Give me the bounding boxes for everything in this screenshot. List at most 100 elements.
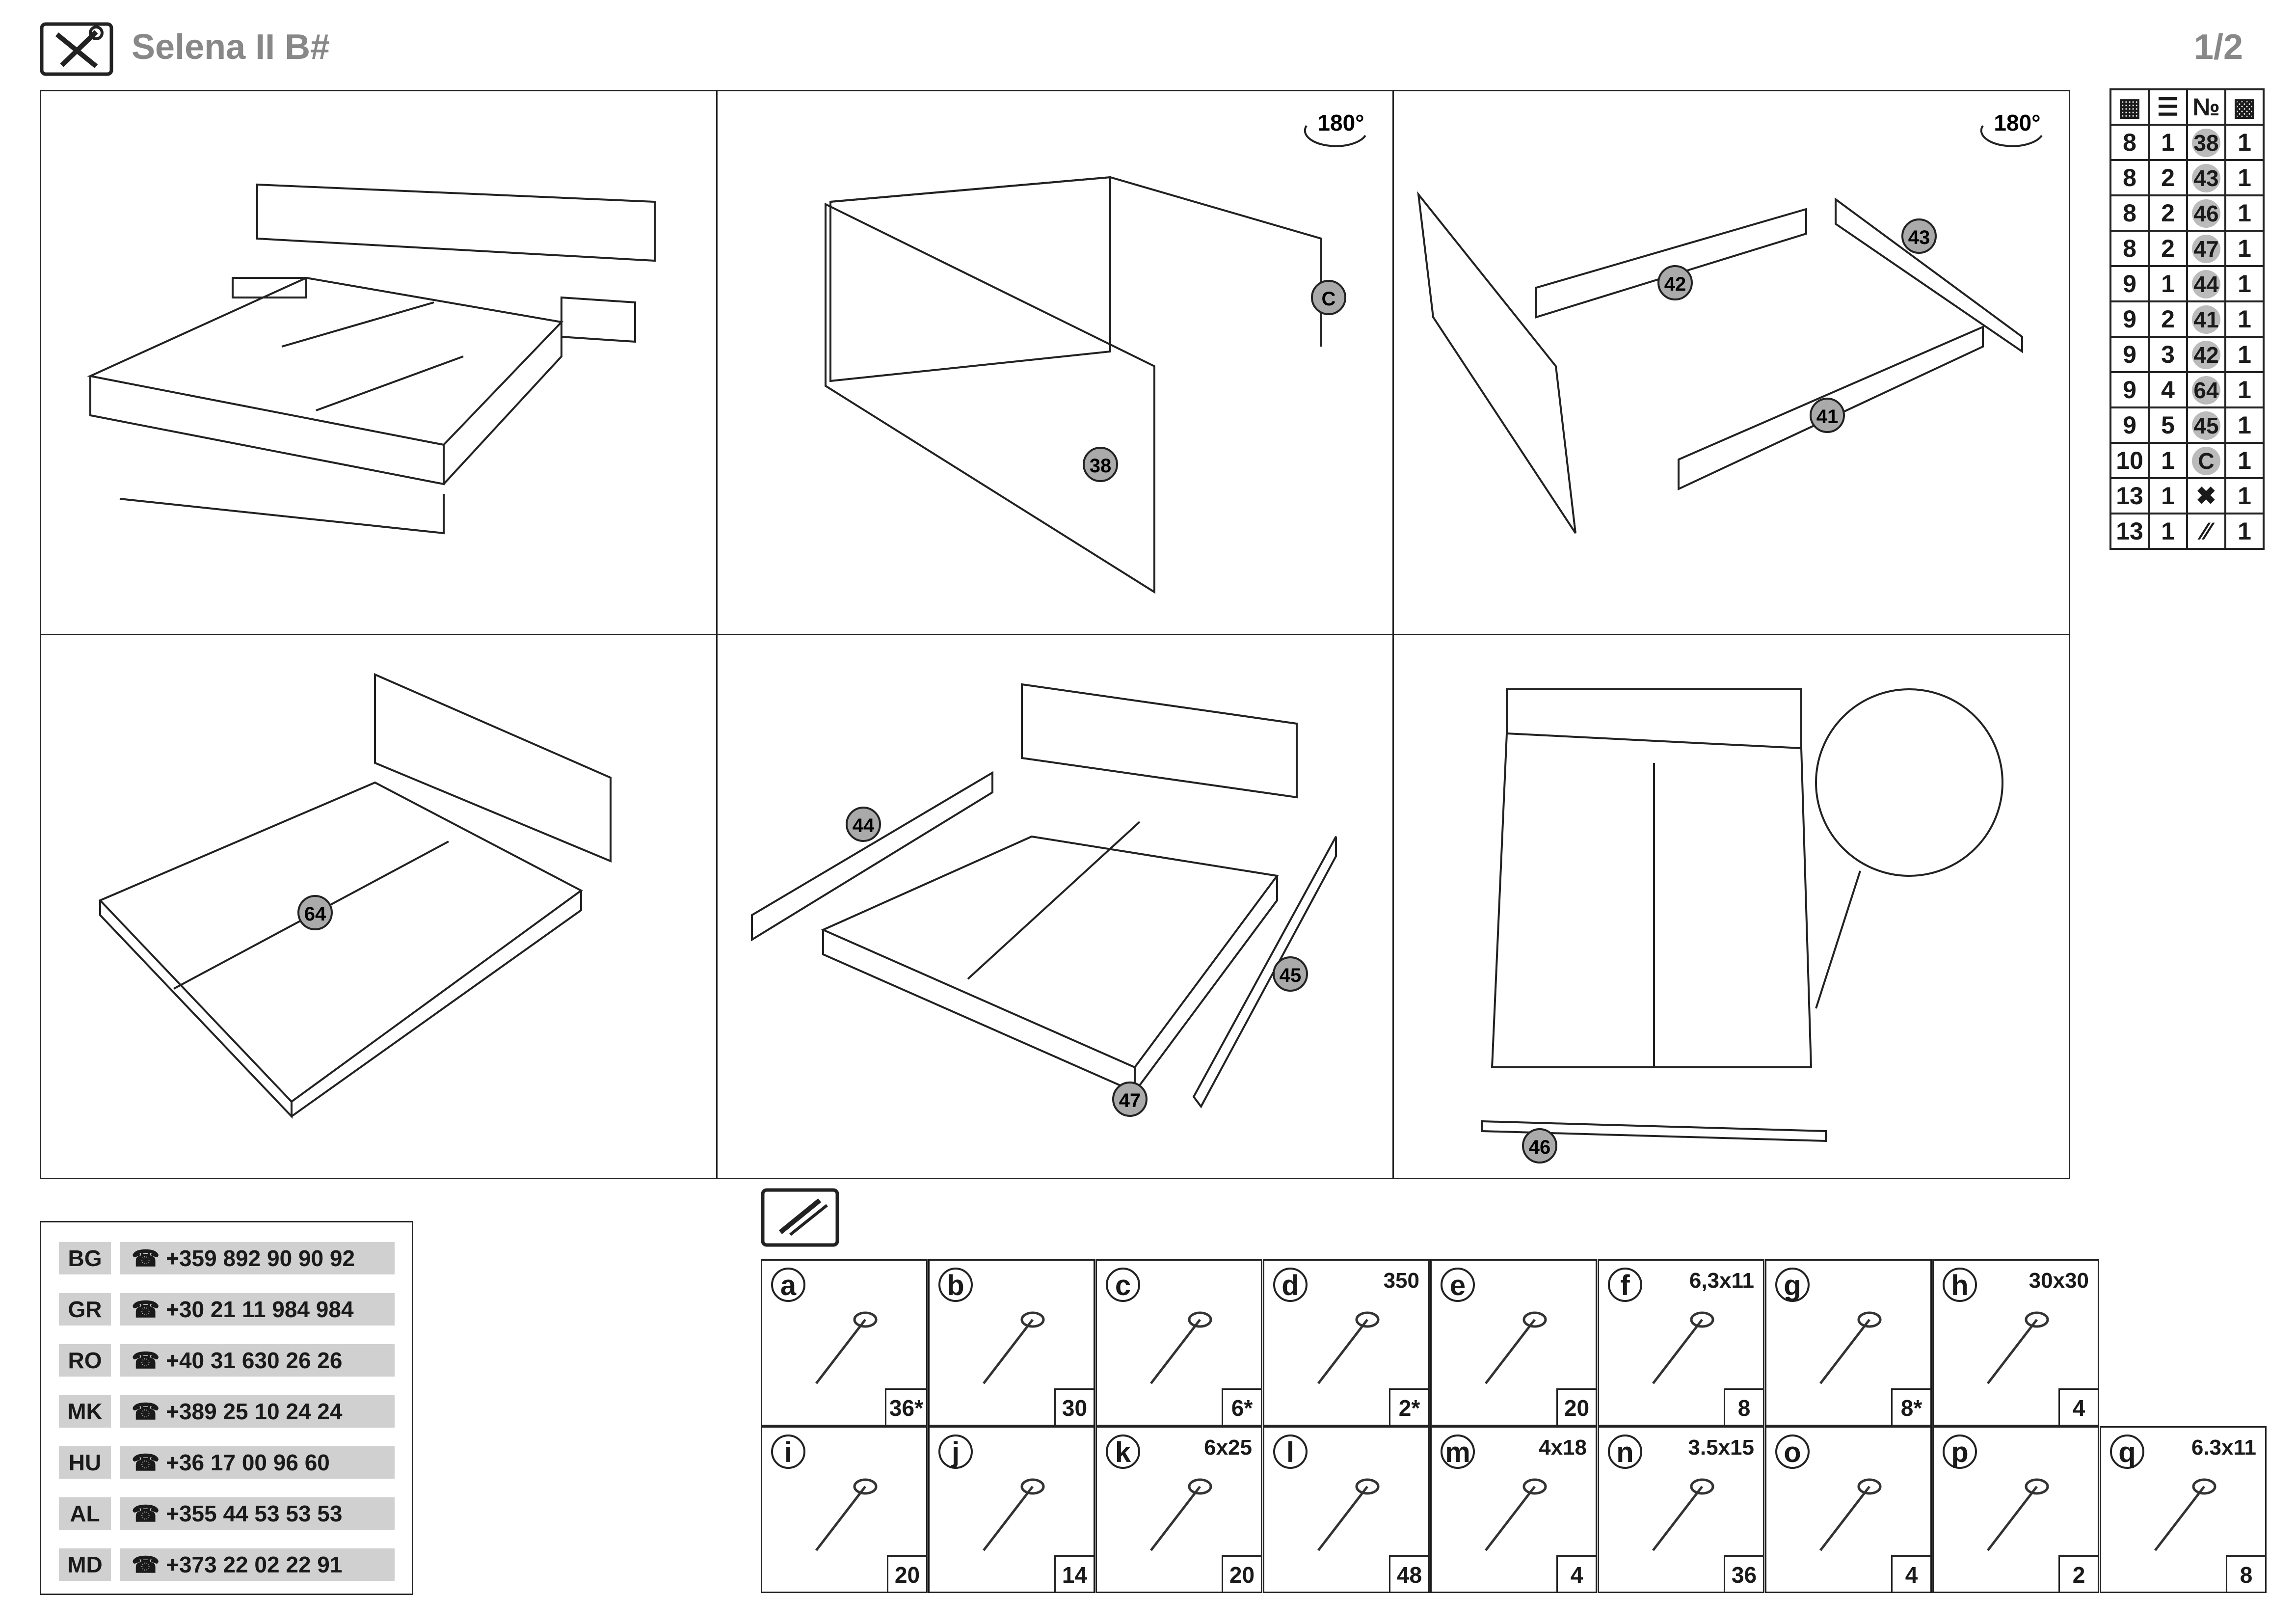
phone-number[interactable]: ☎ +36 17 00 96 60 <box>120 1446 395 1479</box>
hardware-quantity: 30 <box>1054 1388 1094 1425</box>
hardware-quantity: 2* <box>1389 1388 1428 1425</box>
hardware-item-b: b 30 <box>928 1259 1095 1426</box>
step-4-panel: 64 <box>40 634 718 1179</box>
part-chip: 41 <box>2192 305 2220 334</box>
phone-number[interactable]: ☎ +389 25 10 24 24 <box>120 1395 395 1428</box>
part-label: 64 <box>304 903 326 925</box>
phone-icon: ☎ <box>132 1297 166 1322</box>
page-number: 1/2 <box>2194 27 2243 67</box>
phone-icon: ☎ <box>132 1450 166 1475</box>
screwdriver-icon <box>761 1188 839 1247</box>
cell-b: 3 <box>2148 336 2188 373</box>
hardware-quantity: 4 <box>1891 1555 1930 1592</box>
cell-a: 9 <box>2109 265 2150 302</box>
part-chip: 46 <box>2192 199 2220 228</box>
cell-qty: 1 <box>2224 336 2265 373</box>
part-badge <box>846 807 881 842</box>
hardware-size: 30x30 <box>2029 1269 2089 1293</box>
phone-number[interactable]: ☎ +40 31 630 26 26 <box>120 1344 395 1377</box>
hardware-letter: m <box>1441 1435 1475 1469</box>
cell-qty: 1 <box>2224 230 2265 267</box>
cell-a: 13 <box>2109 513 2150 550</box>
cell-a: 9 <box>2109 336 2150 373</box>
country-code: MD <box>59 1548 111 1581</box>
dowel-icon <box>983 1311 1045 1384</box>
hardware-quantity: 8 <box>2226 1555 2265 1592</box>
hardware-letter: k <box>1106 1435 1140 1469</box>
hardware-letter: f <box>1608 1268 1642 1302</box>
phone-number-text: +355 44 53 53 53 <box>166 1501 343 1526</box>
phone-icon: ☎ <box>132 1501 166 1526</box>
part-label: 38 <box>1090 455 1112 477</box>
hardware-size: 4x18 <box>1539 1435 1587 1460</box>
part-chip: 47 <box>2192 234 2220 263</box>
part-number: 38 <box>2186 124 2226 161</box>
phone-number[interactable]: ☎ +30 21 11 984 984 <box>120 1293 395 1326</box>
double-cam-icon <box>1150 1311 1212 1384</box>
headboard-assembly-illustration: 180° 38 C <box>825 110 1366 594</box>
hardware-letter: i <box>771 1435 805 1469</box>
corner-bracket-icon <box>1819 1478 1882 1551</box>
step-3-panel: 180° 42 43 41 <box>1392 90 2070 635</box>
step-5-panel: 44 45 47 <box>716 634 1394 1179</box>
phone-number[interactable]: ☎ +359 892 90 90 92 <box>120 1242 395 1274</box>
rotate-label: 180° <box>1994 110 2040 135</box>
hardware-quantity: 20 <box>1556 1388 1596 1425</box>
cell-qty: 1 <box>2224 194 2265 232</box>
hardware-letter: d <box>1273 1268 1308 1302</box>
phone-number[interactable]: ☎ +373 22 02 22 91 <box>120 1548 395 1581</box>
step-1-panel <box>40 90 718 635</box>
hardware-letter: g <box>1775 1268 1810 1302</box>
part-number: 46 <box>2186 194 2226 232</box>
foot-pad-icon <box>983 1478 1045 1551</box>
parts-table-header: ▦ ☰ № ▩ <box>2109 88 2265 126</box>
box-icon: ▦ <box>2109 88 2150 126</box>
part-number: 45 <box>2186 406 2226 444</box>
part-label: C <box>1322 288 1336 310</box>
country-code: AL <box>59 1497 111 1530</box>
cell-b: 2 <box>2148 194 2188 232</box>
phone-icon: ☎ <box>132 1552 166 1577</box>
cell-qty: 1 <box>2224 371 2265 408</box>
phone-number-text: +389 25 10 24 24 <box>166 1399 343 1424</box>
angle-bracket-icon <box>1987 1311 2049 1384</box>
cell-b: 2 <box>2148 159 2188 196</box>
handle-icon <box>1987 1478 2049 1551</box>
phone-number[interactable]: ☎ +355 44 53 53 53 <box>120 1497 395 1530</box>
part-chip: 38 <box>2192 128 2220 157</box>
cell-qty: 1 <box>2224 513 2265 550</box>
phone-number-text: +373 22 02 22 91 <box>166 1552 343 1577</box>
step-6-panel: 46 <box>1392 634 2070 1179</box>
part-chip: 44 <box>2192 270 2220 298</box>
cell-a: 8 <box>2109 194 2150 232</box>
screw-icon <box>1485 1478 1547 1551</box>
cell-a: 8 <box>2109 124 2150 161</box>
cell-b: 1 <box>2148 477 2188 514</box>
cell-qty: 1 <box>2224 265 2265 302</box>
step-2-panel: 180° 38 C <box>716 90 1394 635</box>
hardware-letter: l <box>1273 1435 1308 1469</box>
nail-icon <box>1819 1311 1882 1384</box>
glide-icon <box>1485 1311 1547 1384</box>
phone-number-text: +36 17 00 96 60 <box>166 1450 330 1475</box>
wood-screw-icon <box>1652 1478 1714 1551</box>
part-badge <box>297 895 333 930</box>
phone-icon: ☎ <box>132 1348 166 1373</box>
cell-qty: 1 <box>2224 442 2265 479</box>
screw-anchor-icon <box>1652 1311 1714 1384</box>
hardware-letter: p <box>1943 1435 1977 1469</box>
cell-b: 1 <box>2148 442 2188 479</box>
hardware-letter: b <box>938 1268 973 1302</box>
